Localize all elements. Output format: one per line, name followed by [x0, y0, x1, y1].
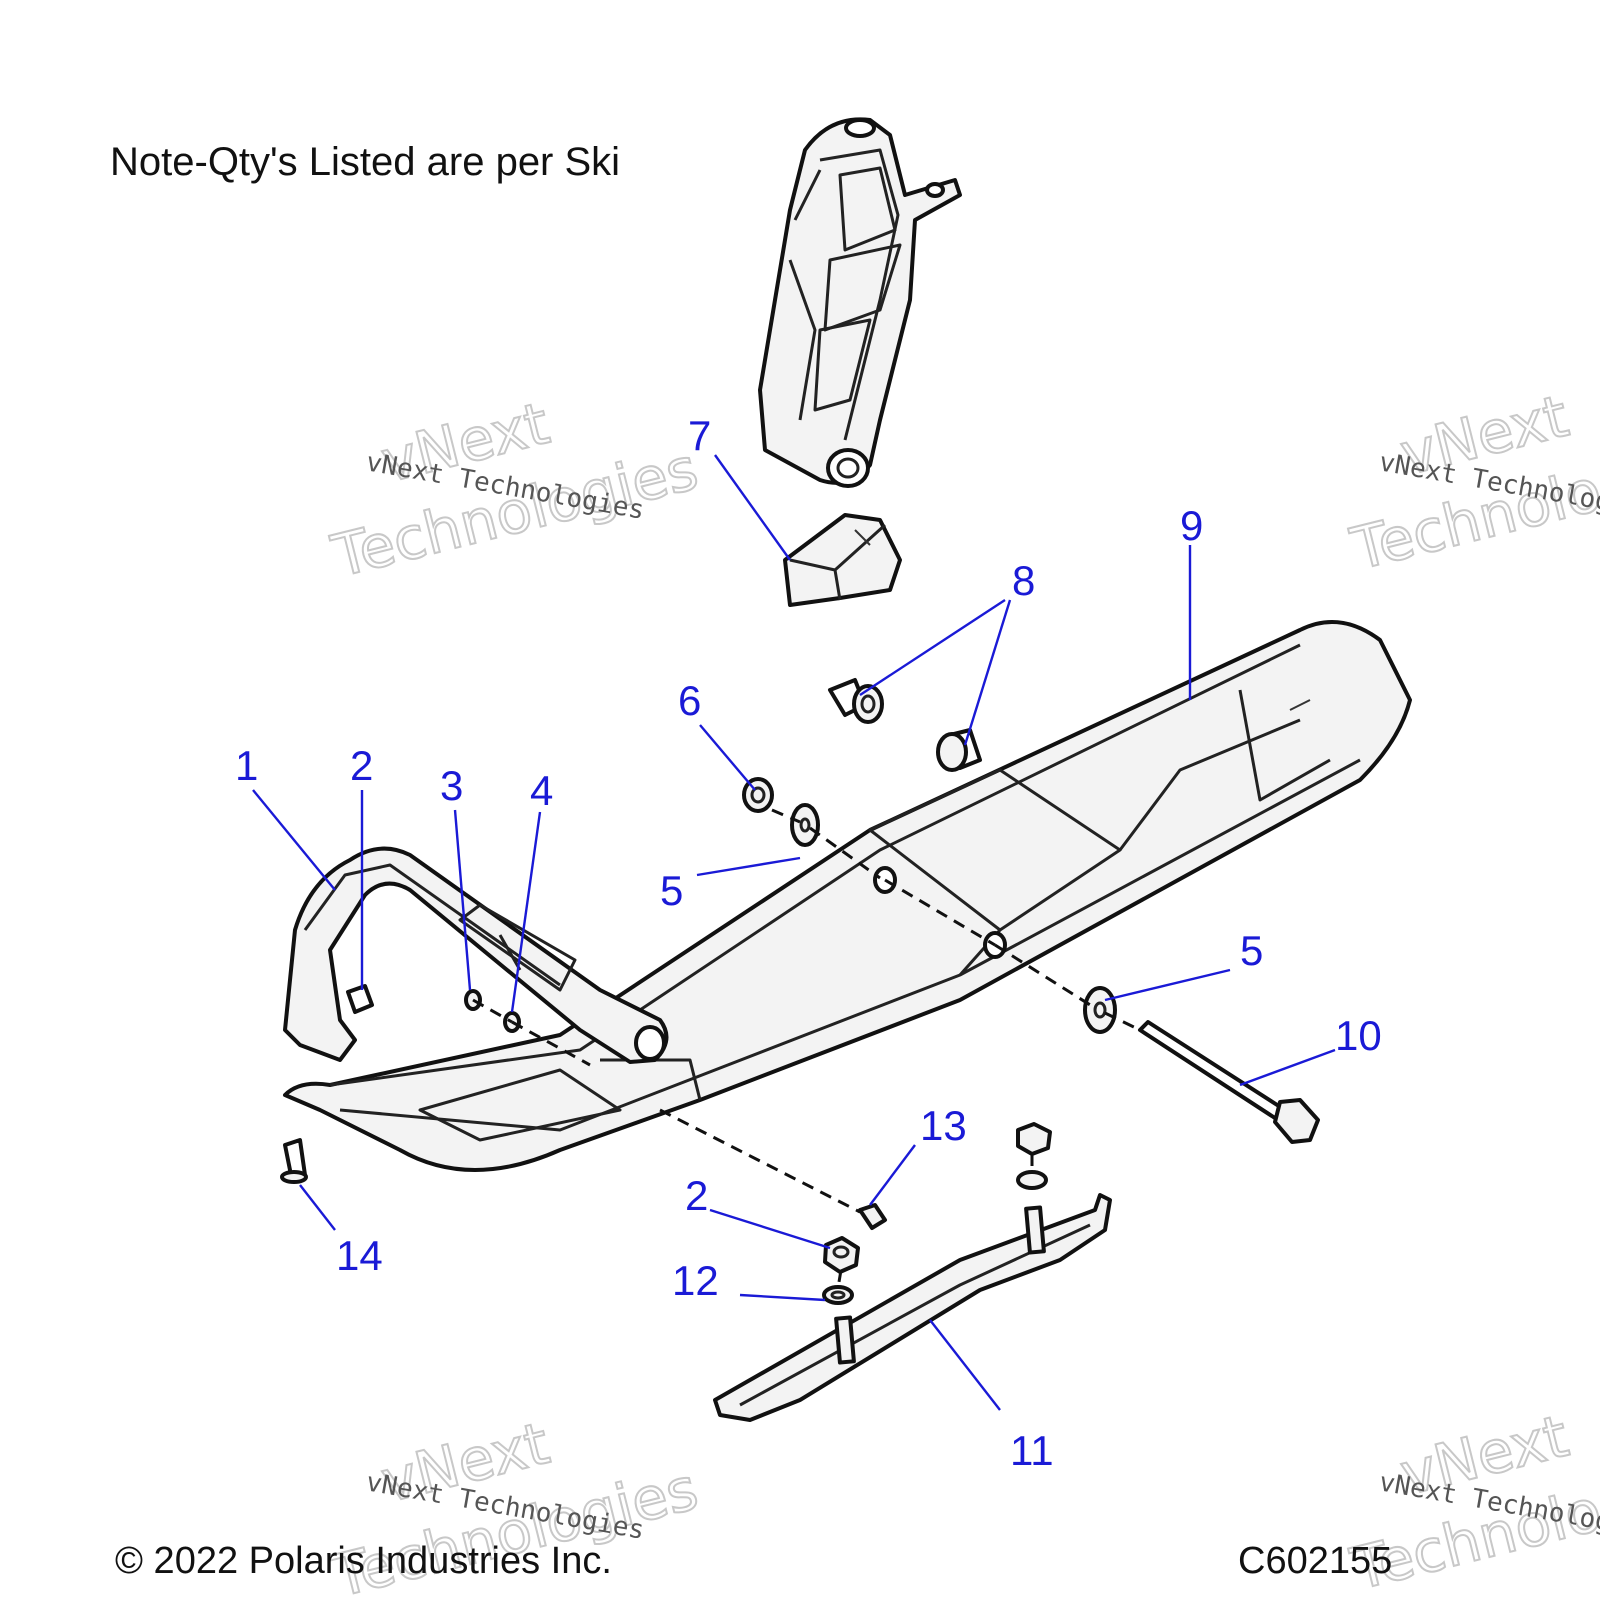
callouts: 1 2 3 4 5 5 6 7 8 9 10 11 12 13 14 2 — [235, 412, 1382, 1474]
assembly-line — [659, 1108, 861, 1214]
washer-part-5-lower — [1083, 986, 1117, 1034]
bolt-part-13 — [858, 1203, 887, 1230]
callout-4: 4 — [530, 767, 553, 814]
callout-5-upper: 5 — [660, 867, 683, 914]
pin-part-14 — [280, 1138, 308, 1184]
callout-6: 6 — [678, 677, 701, 724]
bolt-part-10 — [1138, 1020, 1320, 1144]
assembly-line — [809, 826, 881, 880]
assembly-line — [511, 1020, 591, 1067]
assembly-line — [472, 998, 513, 1024]
bushing-lower — [936, 728, 982, 772]
callout-13: 13 — [920, 1102, 967, 1149]
callout-9: 9 — [1180, 502, 1203, 549]
callout-8: 8 — [1012, 557, 1035, 604]
callout-2-upper: 2 — [350, 742, 373, 789]
assembly-line — [836, 1269, 843, 1289]
ski-body-part — [283, 620, 1412, 1172]
ski-loop-part — [283, 846, 669, 1064]
callout-5-lower: 5 — [1240, 927, 1263, 974]
callout-2-lower: 2 — [685, 1172, 708, 1219]
callout-11: 11 — [1010, 1427, 1054, 1474]
nut-upper-right — [1016, 1122, 1052, 1190]
washer-part-12 — [822, 1285, 854, 1305]
bumper-part — [783, 513, 902, 607]
leader-lines — [252, 454, 1336, 1411]
callout-12: 12 — [672, 1257, 719, 1304]
callout-14: 14 — [336, 1232, 383, 1279]
assembly-line — [884, 878, 996, 947]
wear-bar-part-11 — [713, 1193, 1112, 1422]
quantity-note: Note-Qty's Listed are per Ski — [110, 140, 621, 184]
assembly-line — [771, 808, 801, 824]
callout-10: 10 — [1335, 1012, 1382, 1059]
clip-part-2 — [346, 984, 374, 1014]
callout-3: 3 — [440, 762, 463, 809]
callout-7: 7 — [688, 412, 711, 459]
nut-part-2 — [823, 1236, 860, 1274]
copyright-text: © 2022 Polaris Industries Inc. — [115, 1540, 612, 1582]
spindle-part — [758, 117, 962, 488]
assembly-line — [1104, 1011, 1141, 1032]
washer-part-5-upper — [790, 803, 820, 847]
callout-1: 1 — [235, 742, 258, 789]
figure-code: C602155 — [1238, 1540, 1393, 1582]
